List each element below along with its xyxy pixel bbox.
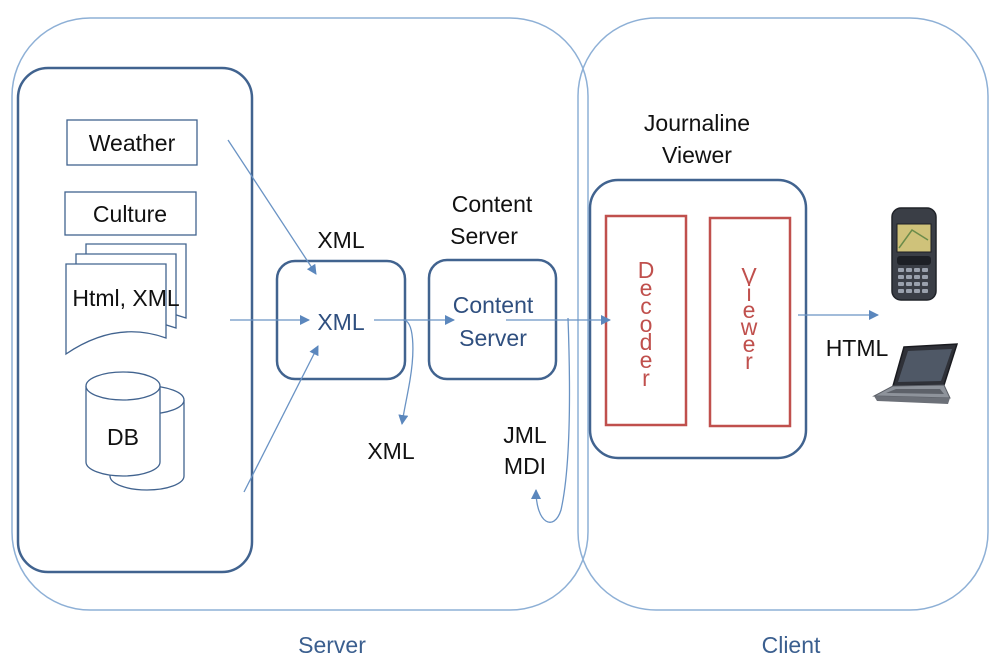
arrow-xml-output <box>398 319 414 425</box>
viewer-letter: e <box>743 331 756 357</box>
client-zone-label: Client <box>762 632 821 658</box>
flow-arrows <box>227 139 879 523</box>
weather-box <box>66 119 198 166</box>
content-server-heading-line2: Server <box>450 223 518 249</box>
weather-label: Weather <box>89 130 176 156</box>
culture-box <box>64 191 197 236</box>
viewer-label: Viewer <box>740 263 758 374</box>
viewer-letter: w <box>740 314 758 340</box>
content-server-heading-line1: Content <box>452 191 533 217</box>
viewer-letter: e <box>743 297 756 323</box>
xml-box-label: XML <box>317 309 365 335</box>
mdi-label: MDI <box>504 453 546 479</box>
smartphone-icon <box>891 207 937 301</box>
documents-icon <box>65 243 187 356</box>
content-server-box-line1: Content <box>453 292 534 318</box>
decoder-letter: D <box>638 257 655 283</box>
jml-label: JML <box>503 422 547 448</box>
server-zone <box>11 17 589 611</box>
viewer-letter: V <box>741 263 757 289</box>
arrow-weather-to-xml <box>227 139 317 275</box>
viewer-letter: r <box>745 348 753 374</box>
laptop-icon <box>872 343 959 404</box>
decoder-letter: d <box>640 329 653 355</box>
decoder-letter: o <box>640 311 653 337</box>
culture-label: Culture <box>93 201 167 227</box>
journaline-viewer-heading-line2: Viewer <box>662 142 732 168</box>
html-xml-label: Html, XML <box>72 285 180 311</box>
server-zone-label: Server <box>298 632 366 658</box>
html-output-label: HTML <box>826 335 889 361</box>
decoder-box <box>604 214 688 427</box>
decoder-letter: c <box>640 293 652 319</box>
db-label: DB <box>107 424 139 450</box>
viewer-letter: i <box>746 280 751 306</box>
database-icon <box>85 371 185 491</box>
client-zone <box>577 17 989 611</box>
decoder-letter: r <box>642 365 650 391</box>
content-server-box-line2: Server <box>459 325 527 351</box>
decoder-letter: e <box>640 347 653 373</box>
journaline-viewer-heading-line1: Journaline <box>644 110 750 136</box>
arrow-jml-loop <box>531 317 571 523</box>
viewer-box <box>708 216 792 428</box>
decoder-letter: e <box>640 275 653 301</box>
xml-output-label: XML <box>367 438 415 464</box>
xml-heading: XML <box>317 227 365 253</box>
arrow-db-to-xml <box>243 345 319 493</box>
